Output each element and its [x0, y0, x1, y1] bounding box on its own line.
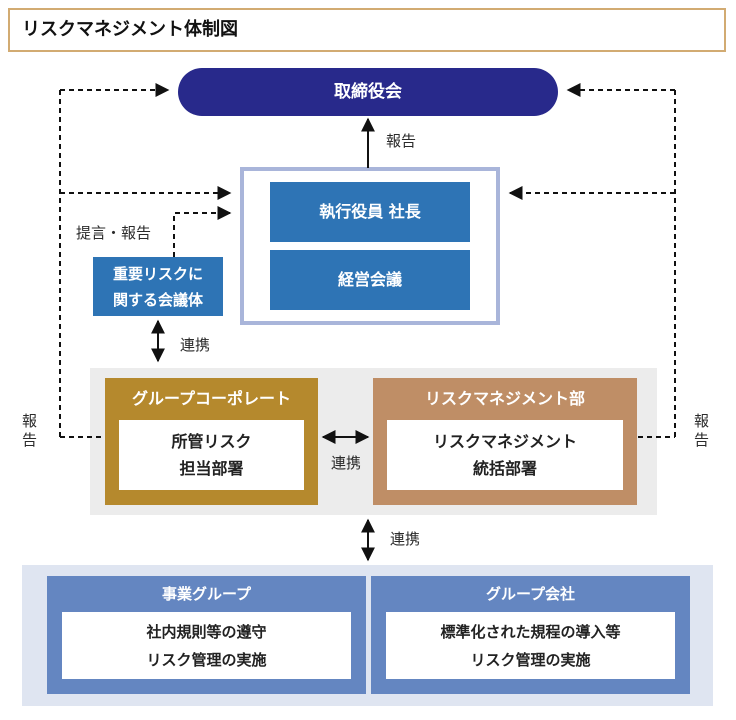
- label-coordination-bottom: 連携: [390, 530, 421, 548]
- group-companies-header: グループ会社: [485, 585, 576, 603]
- node-group-companies: グループ会社 標準化された規程の導入等 リスク管理の実施: [371, 576, 690, 694]
- business-group-body: 社内規則等の遵守 リスク管理の実施: [62, 612, 351, 679]
- label-report-right: 報告: [694, 412, 710, 449]
- node-board-of-directors: 取締役会: [178, 68, 558, 116]
- group-corporate-body: 所管リスク 担当部署: [119, 420, 304, 490]
- node-group-corporate: グループコーポレート 所管リスク 担当部署: [105, 378, 318, 505]
- risk-management-dept-body-line1: リスクマネジメント: [432, 432, 577, 451]
- business-group-body-line1: 社内規則等の遵守: [146, 622, 267, 641]
- group-companies-body: 標準化された規程の導入等 リスク管理の実施: [386, 612, 675, 679]
- risk-management-dept-body: リスクマネジメント 統括部署: [387, 420, 623, 490]
- label-report-left: 報告: [22, 412, 38, 449]
- label-coordination-middle: 連携: [330, 454, 361, 472]
- diagram-title: リスクマネジメント体制図: [8, 8, 726, 52]
- risk-management-dept-body-line2: 統括部署: [472, 459, 537, 478]
- node-management-meeting: 経営会議: [270, 250, 470, 310]
- risk-council-line1: 重要リスクに: [112, 264, 203, 283]
- risk-management-dept-header: リスクマネジメント部: [424, 389, 585, 408]
- node-president: 執行役員 社長: [270, 182, 470, 242]
- group-corporate-body-line1: 所管リスク: [171, 432, 252, 451]
- label-report-top: 報告: [386, 132, 417, 150]
- label-proposal-report: 提言・報告: [76, 224, 152, 242]
- group-corporate-body-line2: 担当部署: [179, 459, 244, 478]
- node-executive-container: 執行役員 社長 経営会議: [240, 167, 500, 325]
- arrow-council-to-president: [173, 206, 232, 257]
- node-risk-management-dept: リスクマネジメント部 リスクマネジメント 統括部署: [373, 378, 637, 505]
- group-companies-body-line1: 標準化された規程の導入等: [440, 622, 621, 641]
- node-business-group: 事業グループ 社内規則等の遵守 リスク管理の実施: [47, 576, 366, 694]
- node-risk-council: 重要リスクに 関する会議体: [93, 257, 223, 316]
- business-group-body-line2: リスク管理の実施: [146, 650, 267, 669]
- business-group-header: 事業グループ: [161, 585, 252, 603]
- group-companies-body-line2: リスク管理の実施: [470, 650, 591, 669]
- group-corporate-header: グループコーポレート: [131, 389, 292, 408]
- risk-council-line2: 関する会議体: [112, 290, 203, 309]
- label-coordination-upper: 連携: [180, 336, 211, 354]
